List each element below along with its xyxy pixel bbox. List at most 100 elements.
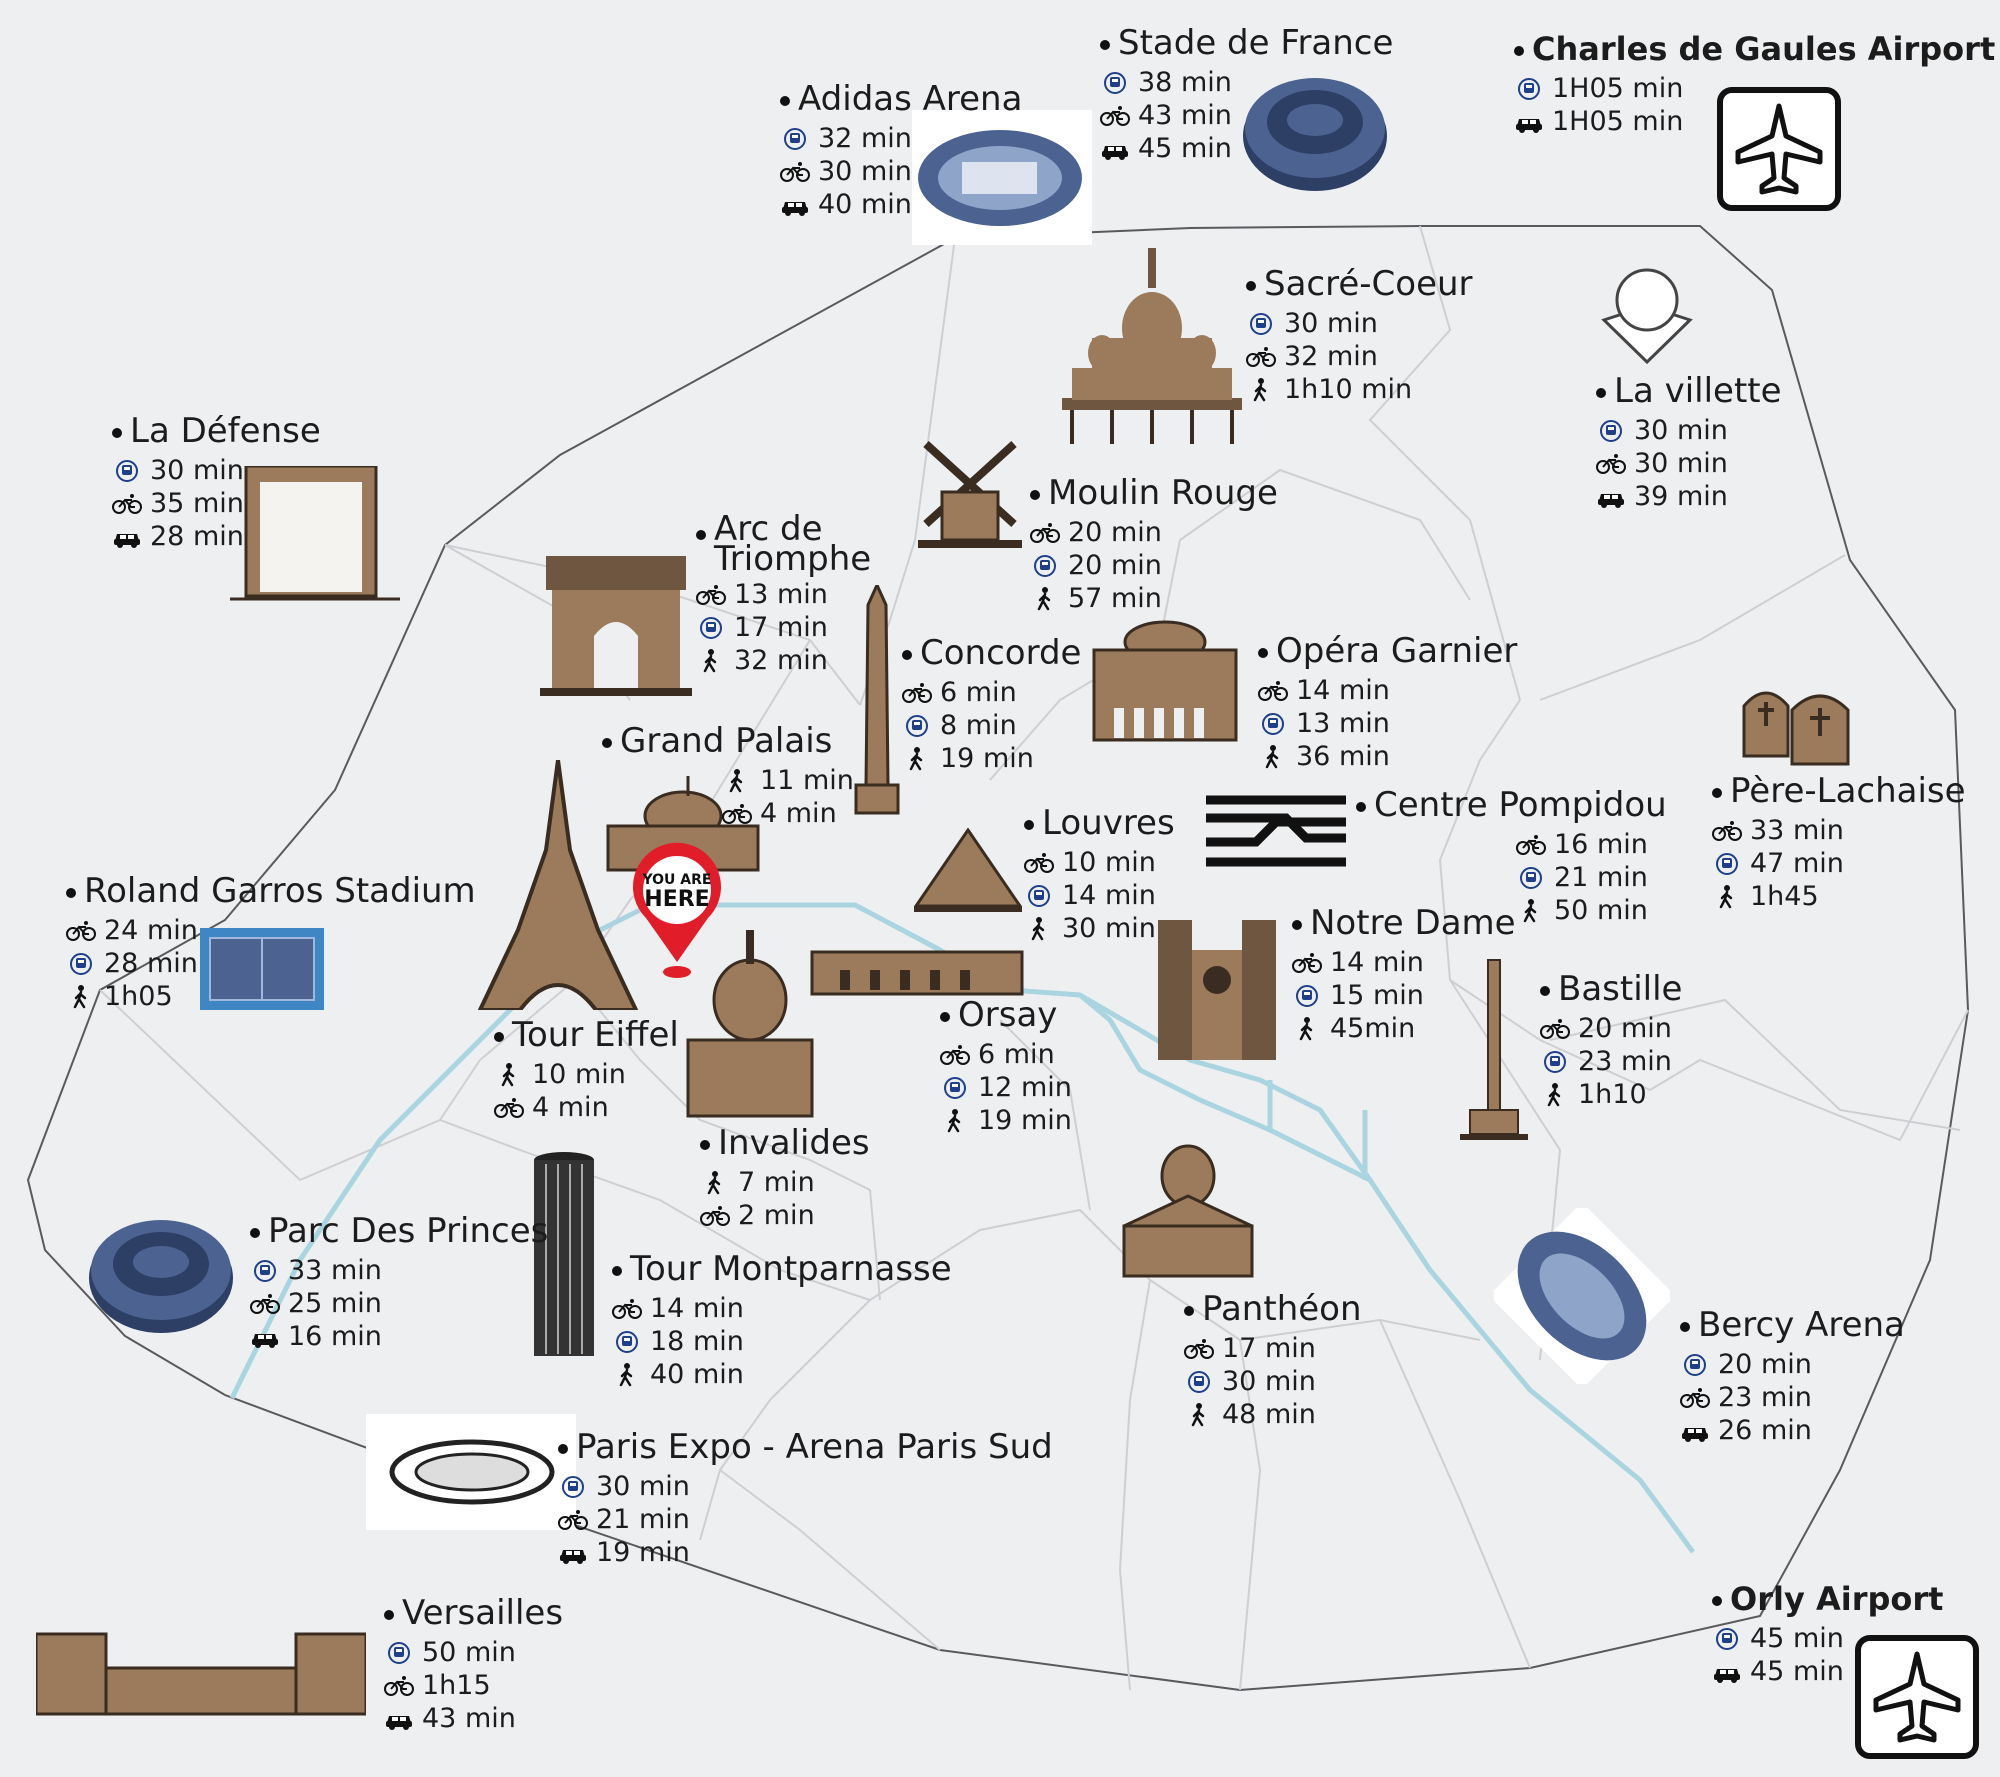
travel-time-value: 33 min <box>288 1255 382 1286</box>
travel-time-metro: 12 min <box>940 1071 1072 1104</box>
travel-time-bike: 6 min <box>902 676 1081 709</box>
travel-time-value: 16 min <box>288 1321 382 1352</box>
arena-seating-icon <box>1494 1208 1670 1384</box>
travel-time-value: 40 min <box>650 1359 744 1390</box>
travel-time-bike: 23 min <box>1680 1381 1905 1414</box>
metro-icon <box>944 1076 966 1099</box>
cathedral-icon <box>1158 920 1276 1060</box>
travel-time-value: 10 min <box>532 1059 626 1090</box>
travel-time-value: 30 min <box>596 1471 690 1502</box>
travel-time-bike: 13 min <box>696 578 871 611</box>
metro-icon <box>1188 1370 1210 1393</box>
walk-icon <box>707 1170 721 1194</box>
poi-name-row: Louvres <box>1024 804 1175 842</box>
metro-icon <box>616 1330 638 1353</box>
poi-name-row: Versailles <box>384 1594 563 1632</box>
travel-time-walk: 45min <box>1292 1012 1516 1045</box>
travel-time-value: 30 min <box>1634 415 1728 446</box>
poi-name-row: Tour Montparnasse <box>612 1250 952 1288</box>
travel-time-value: 28 min <box>104 948 198 979</box>
poi-name: Bastille <box>1558 969 1683 1009</box>
poi-name-row: Roland Garros Stadium <box>66 872 476 910</box>
bullet-icon <box>612 1266 622 1276</box>
walk-icon <box>729 768 743 792</box>
travel-time-bike: 14 min <box>612 1292 952 1325</box>
pompidou-icon <box>1206 795 1346 867</box>
bullet-icon <box>940 1012 950 1022</box>
travel-time-value: 19 min <box>596 1537 690 1568</box>
travel-time-value: 23 min <box>1718 1382 1812 1413</box>
bullet-icon <box>66 888 76 898</box>
pantheon-icon <box>1122 1144 1254 1278</box>
travel-time-car: 19 min <box>558 1536 1053 1569</box>
metro-icon <box>906 714 928 737</box>
travel-time-value: 43 min <box>422 1703 516 1734</box>
bike-icon <box>112 493 142 514</box>
bullet-icon <box>602 738 612 748</box>
travel-time-value: 32 min <box>818 123 912 154</box>
poi-name-row: Stade de France <box>1100 24 1393 62</box>
poi-name: Concorde <box>920 633 1082 673</box>
travel-time-walk: 1h05 <box>66 980 476 1013</box>
travel-time-value: 28 min <box>150 521 244 552</box>
bullet-icon <box>1100 40 1110 50</box>
travel-time-metro: 50 min <box>384 1636 563 1669</box>
you-are-here-pin[interactable]: YOU ARE HERE <box>626 842 728 982</box>
car-icon <box>386 1715 412 1730</box>
car-icon <box>1598 493 1624 508</box>
poi-name-row: Charles de Gaules Airport <box>1514 30 1995 68</box>
metro-icon <box>1262 712 1284 735</box>
poi-name: Adidas Arena <box>798 79 1023 119</box>
car-icon <box>782 201 808 216</box>
grande-arche-icon <box>230 466 400 601</box>
travel-time-value: 18 min <box>650 1326 744 1357</box>
metro-icon <box>1684 1353 1706 1376</box>
travel-time-value: 14 min <box>1330 947 1424 978</box>
metro-icon <box>1520 866 1542 889</box>
walk-icon <box>619 1362 633 1386</box>
poi-name-row: Invalides <box>700 1124 870 1162</box>
travel-time-walk: 19 min <box>902 742 1081 775</box>
travel-time-bike: 10 min <box>1024 846 1175 879</box>
travel-time-value: 39 min <box>1634 481 1728 512</box>
car-icon <box>114 533 140 548</box>
bullet-icon <box>112 428 122 438</box>
poi-name: Stade de France <box>1118 23 1394 63</box>
travel-time-bike: 16 min <box>1516 828 1667 861</box>
poi-name-row: Notre Dame <box>1292 904 1516 942</box>
metro-icon <box>1600 419 1622 442</box>
